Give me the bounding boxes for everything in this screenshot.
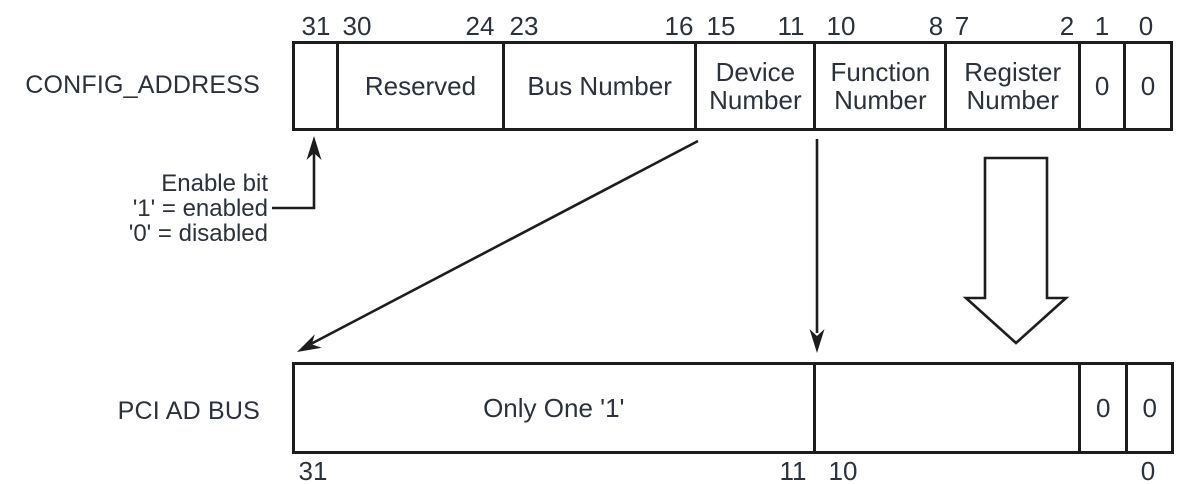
bit11-boundary-arrow [809,139,825,353]
bit-label-bottom-31: 31 [298,456,328,484]
enable-bit-annotation-line3: '0' = disabled [128,220,268,247]
bit-label-bottom-10: 10 [828,456,858,484]
ad-bus-upper-cell: Only One '1' [295,365,813,451]
field-register-number-line1: Register [964,57,1062,87]
field-bus-number: Bus Number [501,44,694,128]
enable-bit-arrow [272,136,322,210]
enable-bit-annotation-line2: '1' = enabled [132,195,268,222]
field-device-number: Device Number [694,44,813,128]
enable-bit-annotation-line1: Enable bit [161,170,268,197]
ad-bus-only-one-label: Only One '1' [483,393,625,423]
ad-bus-bit1-cell: 0 [1077,365,1126,451]
bit-label-top-30: 30 [342,11,372,41]
field-bit0-zero: 0 [1123,44,1170,128]
field-bit1-zero-label: 0 [1094,71,1110,101]
bit-label-top-31: 31 [301,11,331,41]
field-function-number-line2: Number [834,85,927,115]
bit-label-bottom-11: 11 [779,456,807,484]
bit-label-top-16: 16 [664,11,694,41]
field-reserved: Reserved [335,44,502,128]
field-function-number: Function Number [813,44,944,128]
field-bit1-zero: 0 [1078,44,1123,128]
field-reserved-label: Reserved [364,71,477,101]
field-register-number-line2: Number [966,85,1059,115]
config-address-register: Reserved Bus Number Device Number Functi… [292,41,1173,131]
field-function-number-line1: Function [830,57,931,87]
field-register-number: Register Number [944,44,1078,128]
bit-label-top-11: 11 [777,11,805,41]
ad-bus-bit0-label: 0 [1142,393,1157,423]
field-bit0-zero-label: 0 [1140,71,1156,101]
bit-label-top-8: 8 [928,11,944,41]
bit-label-top-0: 0 [1138,11,1154,41]
pci-ad-bus-title: PCI AD BUS [117,397,260,425]
bit-label-bottom-0: 0 [1140,456,1156,484]
enable-bit-annotation: Enable bit '1' = enabled '0' = disabled [0,171,268,246]
device-number-diagonal-arrow [297,139,699,352]
field-enable-bit [295,44,336,128]
bit-label-top-10: 10 [826,11,856,41]
pci-ad-bus-register: Only One '1' 0 0 [292,362,1174,454]
ad-bus-middle-cell [812,365,1078,451]
config-address-title: CONFIG_ADDRESS [25,71,260,99]
ad-bus-bit1-label: 0 [1095,393,1111,423]
bit-label-top-2: 2 [1059,11,1075,41]
bit-label-top-1: 1 [1094,11,1110,41]
field-device-number-line2: Number [709,85,802,115]
field-bus-number-label: Bus Number [527,71,672,101]
ad-bus-bit0-cell: 0 [1125,365,1171,451]
field-device-number-line1: Device [715,57,796,87]
bit-label-top-15: 15 [706,11,736,41]
bit-label-top-23: 23 [509,11,539,41]
register-number-block-arrow [962,156,1070,345]
bit-label-top-7: 7 [954,11,970,41]
bit-label-top-24: 24 [465,11,495,41]
